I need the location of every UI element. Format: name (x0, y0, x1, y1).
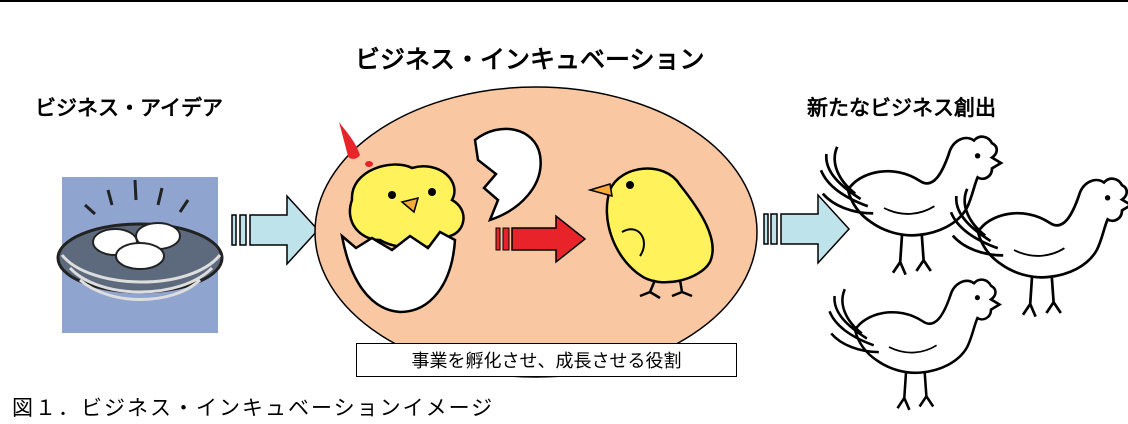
eggshell-icon (473, 127, 542, 223)
diagram-title: ビジネス・インキュベーション (355, 45, 705, 74)
top-border-line (0, 0, 1128, 2)
role-text-box: 事業を孵化させ、成長させる役割 (356, 343, 737, 377)
figure-caption: 図１．ビジネス・インキュベーションイメージ (12, 396, 495, 420)
business-idea-label: ビジネス・アイデア (35, 96, 223, 120)
growth-arrow (495, 214, 587, 264)
hatching-chick-icon (339, 122, 465, 314)
flow-arrow-left (231, 194, 320, 266)
flow-arrow-right (763, 193, 851, 265)
egg-nest-icon (56, 177, 224, 333)
new-business-label: 新たなビジネス創出 (807, 96, 996, 120)
chick-icon (587, 167, 714, 300)
rooster-icon (819, 135, 1128, 412)
